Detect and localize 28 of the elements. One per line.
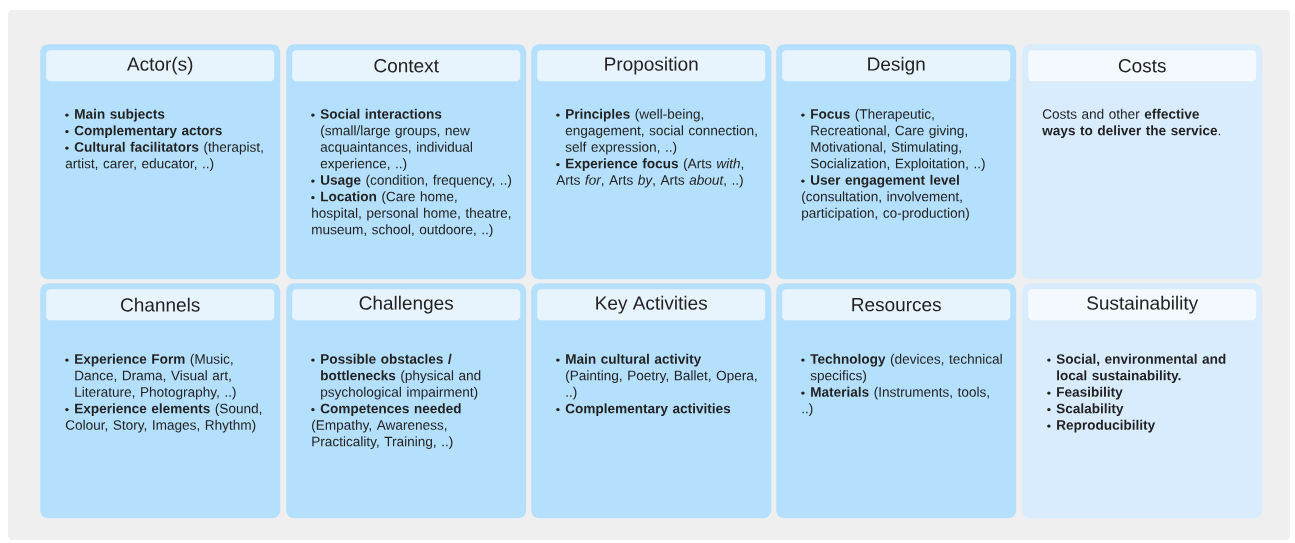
card-header: Challenges	[292, 289, 521, 321]
node-label: Principles (well-being, engagement, social connection, self expression, ..)	[565, 108, 757, 155]
card-header: Resources	[782, 289, 1011, 321]
bullet-list: Principles (well-being, engagement, social connection, self expression, ..) Experience focus (Arts with, Arts for, Arts by, Arts about, ..)	[556, 108, 757, 188]
bullet-list: Possible obstacles / bottlenecks (physical and psychological impairment) Competences needed (Empathy, Awareness, Practicality, Training, ..)	[311, 353, 481, 449]
bullet-list: Main cultural activity (Painting, Poetry, Ballet, Opera, ..) Complementary activities	[556, 353, 757, 416]
card-header: Design	[782, 50, 1011, 82]
node-label: Feasibility	[1057, 386, 1123, 400]
node-label: Scalability	[1056, 403, 1124, 417]
card-header: Key Activities	[537, 289, 766, 321]
card-text: Costs and other effective ways to deliver the service.	[1042, 108, 1221, 138]
bullet-list: Technology (devices, technical specifics) Materials (Instruments, tools, ..)	[801, 353, 1002, 416]
card-header: Proposition	[537, 50, 766, 82]
bullet-list: Social, environmental and local sustainability. Feasibility Scalability Reproducibility	[1047, 353, 1226, 433]
card-header: Channels	[46, 289, 275, 321]
card-header: Context	[292, 50, 521, 82]
card-header: Costs	[1028, 50, 1257, 82]
card-header: Sustainability	[1028, 289, 1257, 321]
bullet-list: Focus (Therapeutic, Recreational, Care giving, Motivational, Stimulating, Socialization, Exploitation, ..) User engagement level (consultation, involvement, participation, co-production)	[801, 108, 985, 221]
card-header: Actor(s)	[46, 50, 275, 82]
bullet-list: Social interactions (small/large groups, new acquaintances, individual experience, ..) Usage (condition, frequency, ..) Location (Care home, hospital, personal home, theatre, museum, school, outdoore, ..)	[311, 108, 512, 237]
node-label: Experience focus (Arts with, Arts for, Arts by, Arts about, ..)	[556, 158, 744, 188]
node-label: Reproducibility	[1057, 419, 1156, 433]
bullet-list: Main subjects Complementary actors Cultural facilitators (therapist, artist, carer, educator, ..)	[65, 108, 263, 171]
node-label: Materials (Instruments, tools, ..)	[802, 386, 989, 416]
bullet-list: Experience Form (Music, Dance, Drama, Visual art, Literature, Photography, ..) Experience elements (Sound, Colour, Story, Images, Rhythm)	[65, 353, 262, 433]
node-label: Technology (devices, technical specifics)	[810, 353, 1002, 384]
node-label: Social, environmental and local sustainability.	[1056, 353, 1226, 384]
